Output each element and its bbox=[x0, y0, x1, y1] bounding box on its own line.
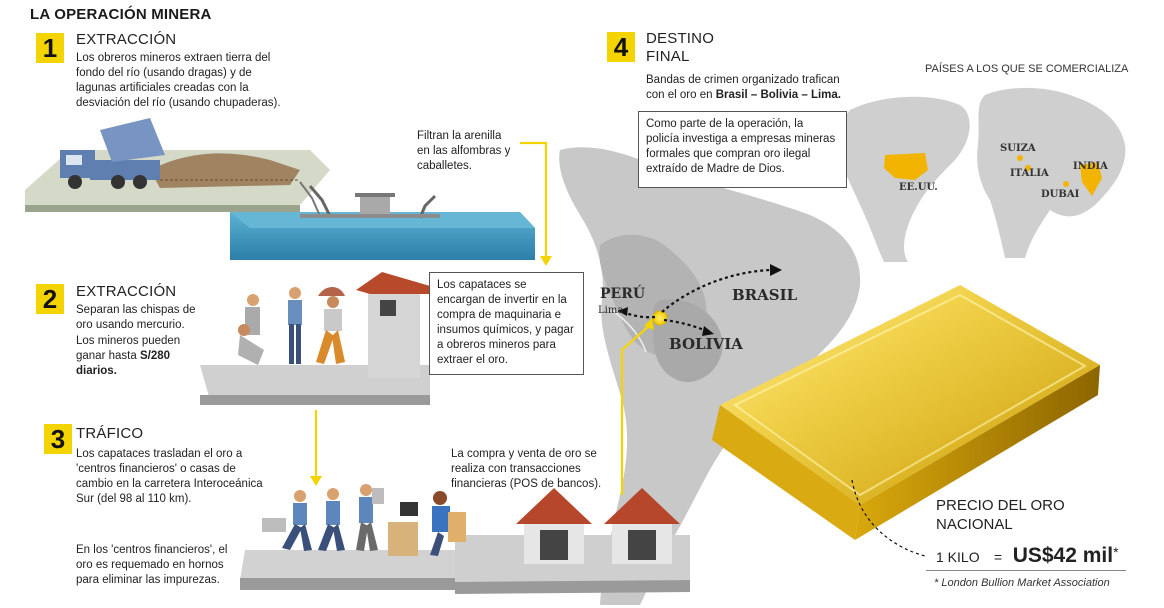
step-4-heading-line-1: DESTINO bbox=[646, 30, 715, 47]
flow-arrows bbox=[314, 141, 651, 495]
step-3-text-2: En los 'centros financieros', el oro es … bbox=[76, 544, 228, 586]
step-3-pos-text: La compra y venta de oro se realiza con … bbox=[451, 448, 602, 490]
step-2-wage: Los mineros pueden ganar hasta S/280 dia… bbox=[76, 334, 196, 379]
price-title-line-1: PRECIO DEL ORO bbox=[936, 497, 1065, 514]
step-4-heading-line-2: FINAL bbox=[646, 48, 690, 65]
step-2-wage-text: Los mineros pueden ganar hasta bbox=[76, 335, 181, 362]
price-value: US$42 mil bbox=[1012, 544, 1114, 567]
step-4-text-bold: Brasil – Bolivia – Lima. bbox=[715, 89, 841, 101]
step-4-heading: DESTINO FINAL bbox=[646, 30, 714, 66]
price-footnote: * London Bullion Market Association bbox=[934, 577, 1110, 589]
mercury-workers-illustration bbox=[200, 272, 430, 405]
price-divider bbox=[926, 570, 1126, 571]
arrow-head-3 bbox=[644, 318, 654, 330]
price-title-line-2: NACIONAL bbox=[936, 516, 1013, 533]
price-unit: 1 KILO bbox=[936, 549, 980, 565]
step-2-text: Separan las chispas de oro usando mercur… bbox=[76, 304, 196, 331]
step-4-text: Bandas de crimen organizado trafican con… bbox=[646, 73, 856, 103]
price-asterisk: * bbox=[1113, 544, 1119, 560]
world-label-usa: EE.UU. bbox=[899, 182, 938, 193]
world-label-dubai: DUBAI bbox=[1041, 189, 1080, 200]
river-dredge-illustration bbox=[230, 181, 535, 260]
step-3-heading: TRÁFICO bbox=[76, 425, 144, 442]
world-map-title: PAÍSES A LOS QUE SE COMERCIALIZA bbox=[925, 63, 1129, 75]
step-3-text: Los capataces trasladan el oro a 'centro… bbox=[76, 448, 263, 505]
step-1-text: Los obreros mineros extraen tierra del f… bbox=[76, 52, 281, 109]
exchange-house-1 bbox=[516, 488, 592, 564]
step-2-heading: EXTRACCIÓN bbox=[76, 283, 177, 300]
step-2-number: 2 bbox=[36, 284, 64, 314]
arrow-step3-to-step4 bbox=[620, 324, 651, 495]
step-3-number: 3 bbox=[44, 424, 72, 454]
arrow-head-1 bbox=[540, 256, 552, 266]
step-2-wage-amount: S/280 diarios. bbox=[76, 350, 171, 377]
step-1-note: Filtran la arenilla en las alfombras y c… bbox=[417, 130, 511, 172]
step-1-number: 1 bbox=[36, 33, 64, 63]
world-label-suiza: SUIZA bbox=[1000, 143, 1036, 154]
map-label-peru: PERÚ bbox=[600, 286, 646, 302]
map-label-lima: Lima bbox=[598, 305, 624, 316]
world-label-italia: ITALIA bbox=[1010, 168, 1049, 179]
step-4-number: 4 bbox=[607, 32, 635, 62]
exchange-house-2 bbox=[604, 488, 680, 564]
step-4-box: Como parte de la operación, la policía i… bbox=[638, 111, 847, 188]
price-pointer-line bbox=[851, 479, 926, 557]
arrow-step1-to-step2 bbox=[520, 141, 548, 258]
infographic-title: LA OPERACIÓN MINERA bbox=[30, 6, 212, 23]
extraction-truck-illustration bbox=[25, 118, 330, 212]
step-2-box: Los capataces se encargan de invertir en… bbox=[429, 272, 584, 375]
map-label-brasil: BRASIL bbox=[732, 286, 798, 304]
price-value-row: 1 KILO = US$42 mil* bbox=[936, 544, 1119, 568]
step-2-box-text: Los capataces se encargan de invertir en… bbox=[437, 279, 574, 366]
south-america-map bbox=[559, 147, 861, 605]
step-4-text-prefix: Bandas de crimen organizado trafican con… bbox=[646, 74, 840, 101]
gold-bar-illustration bbox=[712, 285, 1100, 540]
world-label-india: INDIA bbox=[1073, 161, 1108, 172]
price-title: PRECIO DEL ORO NACIONAL bbox=[936, 496, 1065, 534]
world-map bbox=[839, 87, 1126, 263]
map-label-bolivia: BOLIVIA bbox=[669, 335, 743, 353]
step-1-heading: EXTRACCIÓN bbox=[76, 31, 177, 48]
trafficking-illustration bbox=[240, 484, 690, 594]
arrow-head-2 bbox=[310, 476, 322, 486]
step-4-box-text: Como parte de la operación, la policía i… bbox=[646, 118, 836, 175]
price-equals: = bbox=[994, 549, 1003, 565]
